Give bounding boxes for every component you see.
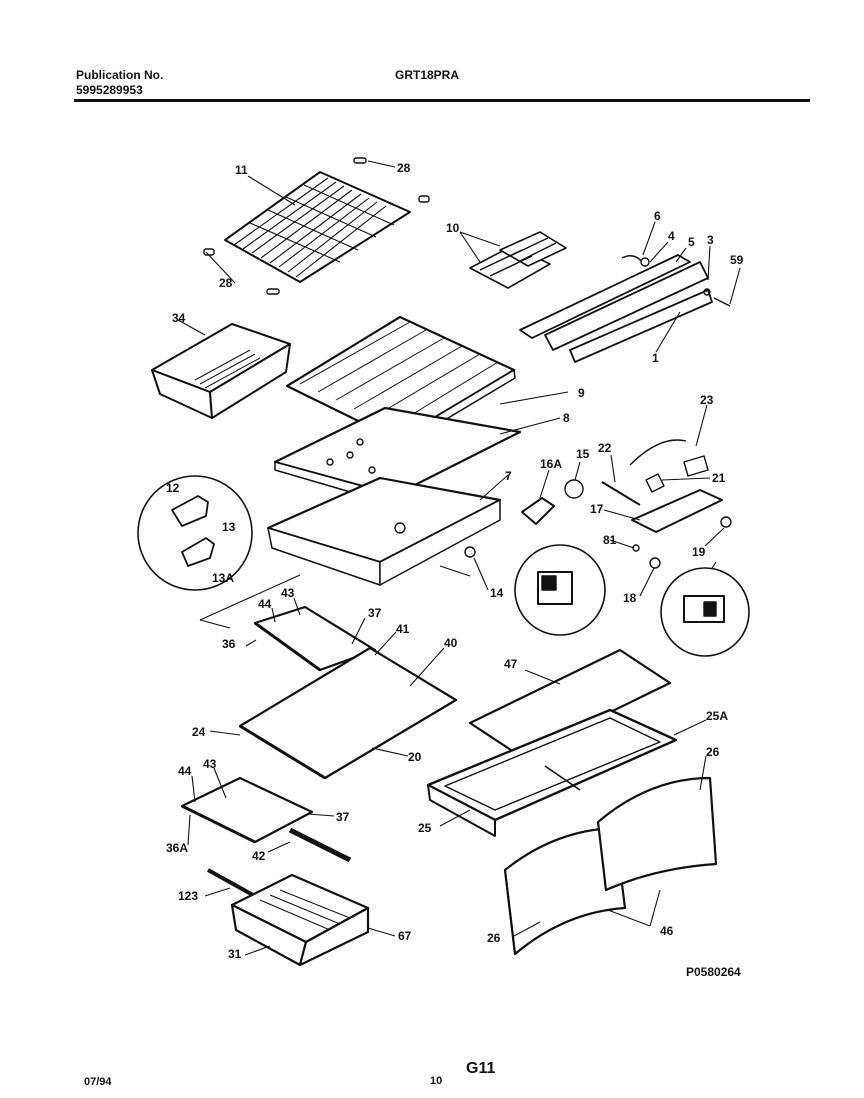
part-label: 46 [660, 924, 674, 938]
knob-18 [649, 557, 661, 569]
part-label: 3 [707, 233, 714, 247]
crisper-drawer-26-left [503, 826, 627, 956]
footer-date: 07/94 [84, 1076, 112, 1088]
bulb-15 [564, 479, 584, 499]
detail-circle-middle [464, 544, 606, 636]
part-label: 19 [692, 545, 706, 559]
ice-trays-10 [469, 231, 567, 289]
part-label: 13A [212, 571, 234, 585]
part-label: 28 [397, 161, 411, 175]
part-label: 25 [418, 821, 432, 835]
part-label: 44 [258, 597, 272, 611]
tray-7 [266, 476, 502, 586]
part-label: 14 [490, 586, 504, 600]
part-label: 43 [281, 586, 295, 600]
part-label: 36A [166, 841, 188, 855]
part-label: 1 [652, 351, 659, 365]
part-label: 36 [222, 637, 236, 651]
part-labels: 11 28 28 10 6 4 5 3 59 1 34 9 8 23 22 15… [166, 161, 744, 979]
part-label: 25A [706, 709, 728, 723]
part-label: 37 [336, 810, 350, 824]
part-label: 26 [487, 931, 501, 945]
half-shelf-lower [180, 776, 314, 844]
detail-circle-left [137, 475, 253, 591]
page-id: G11 [466, 1060, 496, 1077]
part-label: 31 [228, 947, 242, 961]
detail-circle-right [660, 567, 750, 657]
part-label: 40 [444, 636, 458, 650]
control-housing-17 [631, 489, 723, 533]
glass-shelf-40 [238, 646, 458, 780]
wire-shelf-11 [224, 171, 411, 283]
knob-19 [720, 516, 732, 528]
part-label: 5 [688, 235, 695, 249]
model-number: GRT18PRA [395, 68, 460, 82]
part-label: 26 [706, 745, 720, 759]
part-label: 16A [540, 457, 562, 471]
meat-drawer-31 [230, 873, 370, 967]
part-label: 34 [172, 311, 186, 325]
part-label: 17 [590, 502, 604, 516]
part-label: 21 [712, 471, 726, 485]
part-label: 7 [505, 469, 512, 483]
part-label: 12 [166, 481, 180, 495]
part-label: 4 [668, 229, 675, 243]
part-label: 43 [203, 757, 217, 771]
part-label: 11 [235, 163, 248, 177]
part-label: 37 [368, 606, 382, 620]
part-label: 59 [730, 253, 744, 267]
part-label: 22 [598, 441, 612, 455]
crisper-frame-25 [426, 708, 678, 837]
crisper-cover-47 [468, 648, 672, 758]
part-label: 9 [578, 386, 585, 400]
crisper-drawer-26-right [596, 776, 718, 892]
shelf-clip-28 [203, 157, 430, 295]
rod-22 [601, 481, 641, 506]
part-label: 13 [222, 520, 236, 534]
socket-16a [521, 497, 555, 525]
part-label: 15 [576, 447, 590, 461]
header-rule [74, 99, 810, 102]
part-label: 67 [398, 929, 412, 943]
part-label: 8 [563, 411, 570, 425]
part-label: 18 [623, 591, 637, 605]
divider-assembly [519, 254, 731, 363]
part-label: 123 [178, 889, 198, 903]
part-label: 23 [700, 393, 714, 407]
publication-number: 5995289953 [76, 83, 143, 97]
part-label: 41 [396, 622, 410, 636]
part-label: 20 [408, 750, 422, 764]
publication-label: Publication No. [76, 68, 164, 82]
leader-lines [177, 160, 741, 956]
part-label: 24 [192, 725, 206, 739]
light-socket-23 [629, 439, 709, 493]
page-number: 10 [430, 1075, 443, 1087]
rail-42 [288, 827, 352, 863]
figure-id: P0580264 [686, 965, 741, 979]
part-label: 10 [446, 221, 460, 235]
part-label: 6 [654, 209, 661, 223]
part-label: 42 [252, 849, 266, 863]
part-label: 28 [219, 276, 233, 290]
part-label: 47 [504, 657, 518, 671]
part-label: 81 [603, 533, 617, 547]
ice-bucket-34 [151, 323, 291, 419]
part-label: 44 [178, 764, 192, 778]
